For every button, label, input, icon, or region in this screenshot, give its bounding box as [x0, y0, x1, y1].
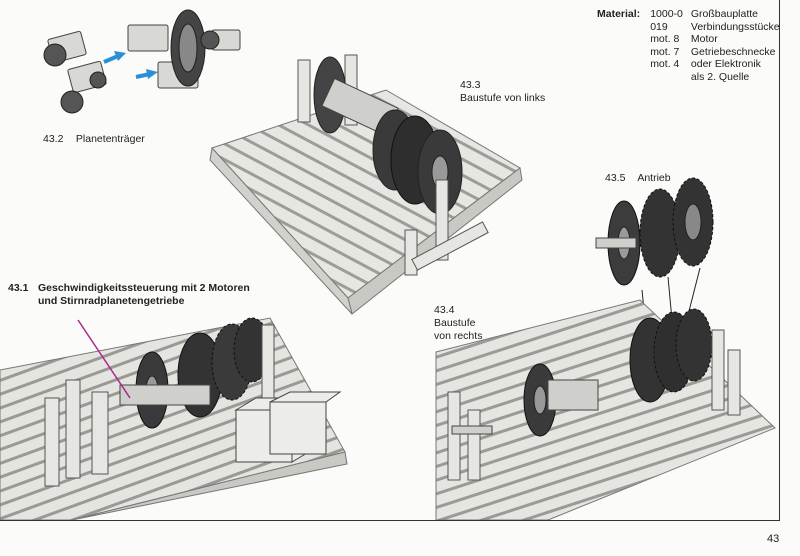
material-code: mot. 8	[650, 33, 680, 45]
material-desc: als 2. Quelle	[690, 70, 750, 83]
figure-text: Planetenträger	[75, 133, 145, 145]
figure-number: 43.3	[460, 79, 481, 91]
figure-text-line2: und Stirnradplanetengetriebe	[38, 295, 185, 307]
page-frame	[0, 0, 780, 521]
material-label: Material:	[597, 8, 641, 20]
stage-right-illustration	[435, 299, 776, 521]
caption-43-1: 43.1 Geschwindigkeitssteuerung mit 2 Moto…	[8, 282, 250, 308]
material-code	[650, 71, 691, 84]
figure-text-line1: Baustufe	[434, 317, 476, 329]
material-desc: Motor	[690, 33, 718, 45]
material-code: mot. 7	[650, 45, 680, 58]
material-desc: Großbauplatte	[690, 8, 759, 20]
material-code: 019	[650, 20, 668, 33]
figure-number: 43.2	[43, 133, 64, 145]
material-list: Material: 1000-0 Großbauplatte 019 Verbi…	[597, 8, 780, 83]
caption-43-4: 43.4 Baustufe von rechts	[434, 304, 482, 343]
material-code: 1000-0	[650, 8, 683, 20]
figure-text-line2: von rechts	[434, 330, 483, 342]
material-desc: Getriebeschnecke	[690, 45, 776, 58]
figure-text: Antrieb	[637, 172, 671, 184]
figure-text-line1: Geschwindigkeitssteuerung mit 2 Motoren	[38, 282, 250, 294]
material-code: mot. 4	[650, 58, 680, 70]
caption-43-3: 43.3 Baustufe von links	[460, 79, 545, 105]
caption-43-2: 43.2 Planetenträger	[43, 133, 145, 146]
figure-number: 43.4	[434, 304, 455, 316]
planet-carrier-illustration	[43, 9, 241, 114]
main-assembly-illustration	[0, 317, 348, 521]
material-desc: Verbindungsstücke	[690, 20, 780, 33]
stage-left-illustration	[209, 54, 523, 315]
figure-number: 43.1	[8, 282, 29, 294]
figure-number: 43.5	[605, 172, 626, 184]
caption-43-5: 43.5 Antrieb	[605, 172, 671, 185]
figure-text: Baustufe von links	[460, 92, 546, 104]
page-number: 43	[767, 533, 780, 545]
drive-illustration	[595, 177, 714, 321]
material-desc: oder Elektronik	[690, 58, 761, 70]
